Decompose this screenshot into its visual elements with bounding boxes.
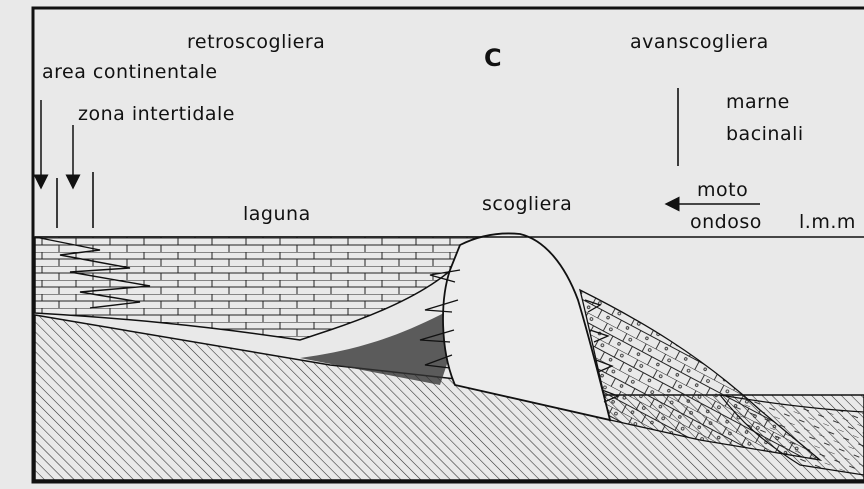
label-fore-reef: avanscogliera xyxy=(630,31,769,53)
label-basin-marls-2: bacinali xyxy=(726,123,804,145)
label-lagoon: laguna xyxy=(243,203,311,225)
label-basin-marls-1: marne xyxy=(726,91,790,113)
label-sea-level: l.m.m xyxy=(799,211,856,233)
label-intertidal-zone: zona intertidale xyxy=(78,103,235,125)
panel-letter: C xyxy=(484,44,502,72)
label-continental-area: area continentale xyxy=(42,61,218,83)
label-reef: scogliera xyxy=(482,193,572,215)
label-wave-motion-1: moto xyxy=(697,179,748,201)
label-back-reef: retroscogliera xyxy=(187,31,325,53)
lagoon-limestone xyxy=(35,237,480,340)
label-wave-motion-2: ondoso xyxy=(690,211,762,233)
